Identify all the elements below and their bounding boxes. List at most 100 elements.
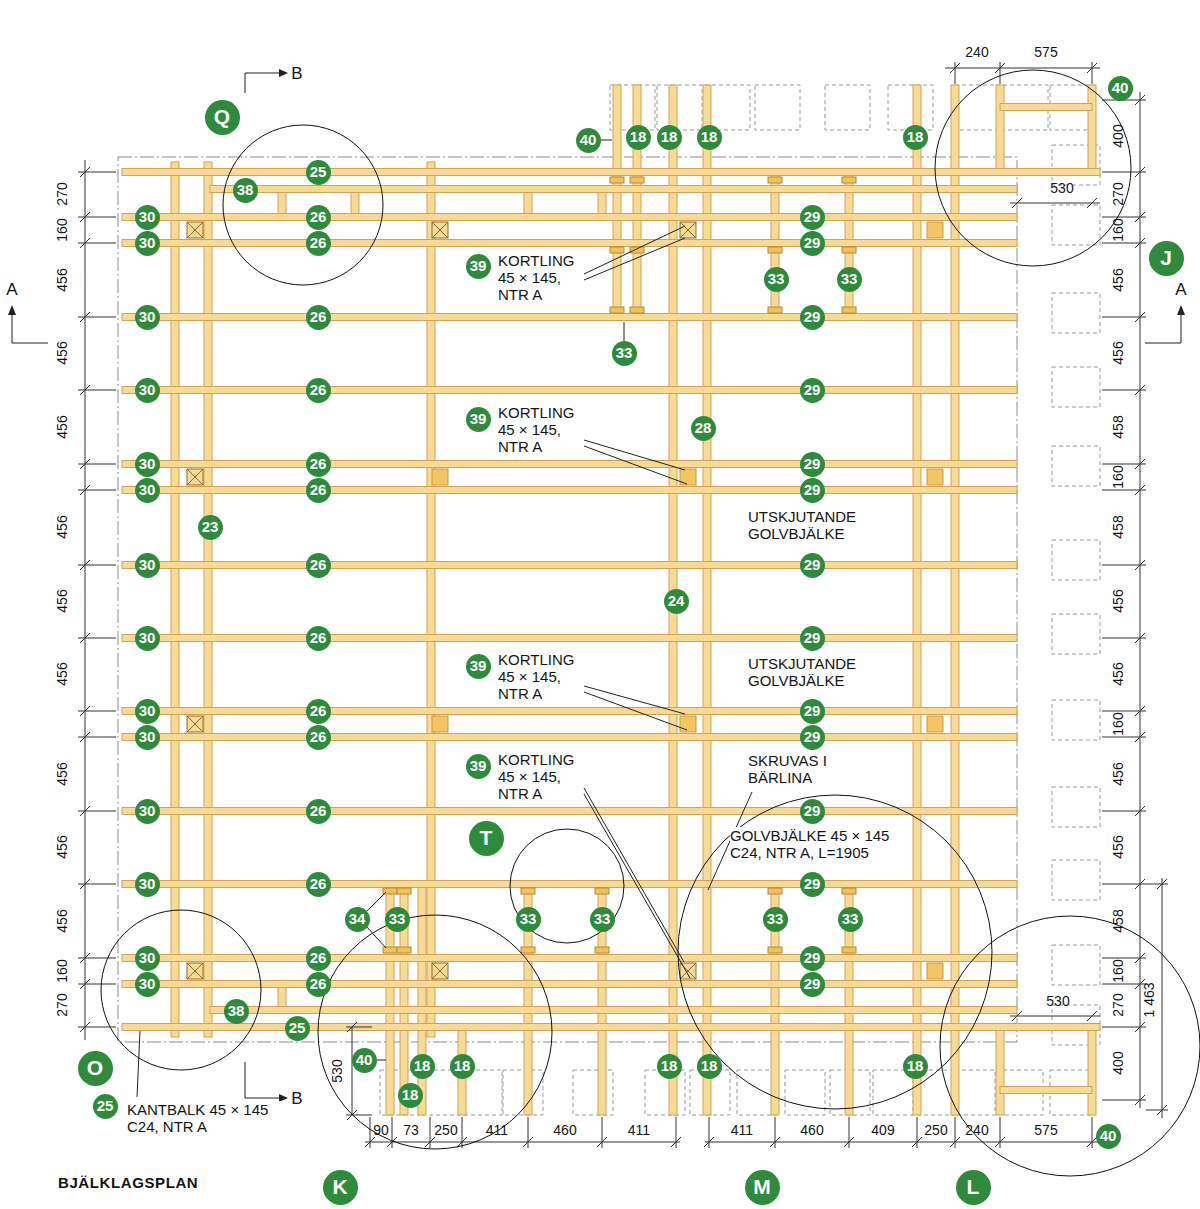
callout-number: 26 [310, 456, 327, 472]
dimension-tick [995, 63, 1005, 73]
footing-outline [888, 85, 933, 130]
callout-circle: 18 [903, 1054, 928, 1079]
beam [633, 85, 641, 320]
dimension-tick [770, 1137, 780, 1147]
dimension-text: 270 [1111, 993, 1126, 1016]
callout-circle: 18 [657, 125, 682, 150]
dimension-tick [365, 1137, 375, 1147]
leader-line [584, 226, 685, 274]
callout-circle: 26 [306, 378, 331, 403]
grid-letter-circle: Q [205, 100, 240, 135]
callout-number: 26 [310, 209, 327, 225]
callout-number: 23 [202, 519, 219, 535]
joist [122, 387, 1017, 394]
dimension-tick [1157, 1105, 1167, 1115]
joist [210, 1007, 1017, 1014]
joist [122, 1024, 1100, 1031]
extension-line [78, 984, 116, 985]
dimension-text: 456 [55, 662, 70, 685]
callout-circle: 29 [800, 799, 825, 824]
callout-number: 38 [228, 1003, 245, 1019]
joist [122, 881, 1017, 888]
grid-letter-circle: J [1149, 241, 1184, 276]
extension-line [602, 1117, 603, 1148]
beam [171, 162, 179, 1037]
joist [122, 562, 1017, 569]
extension-line [709, 1117, 710, 1148]
callout-number: 29 [804, 703, 821, 719]
note-text: KORTLING 45 × 145, NTR A [498, 751, 582, 802]
joist-hanger [521, 888, 535, 894]
dimension-tick [1012, 198, 1022, 208]
callout-circle: 30 [135, 626, 160, 651]
dimension-line [1010, 1016, 1100, 1017]
dimension-text: 270 [1111, 182, 1126, 205]
dimension-text: 270 [55, 993, 70, 1016]
dimension-tick [1135, 953, 1145, 963]
extension-line [955, 1117, 956, 1148]
callout-circle: 26 [306, 231, 331, 256]
grid-letter: K [332, 1176, 347, 1198]
callout-number: 18 [661, 129, 678, 145]
extension-line [78, 638, 116, 639]
extension-line [78, 884, 116, 885]
dimension-line [1162, 878, 1163, 1118]
callout-number: 33 [520, 911, 537, 927]
grid-letter: M [753, 1176, 771, 1198]
dimension-tick [1135, 879, 1145, 889]
detail-circle [223, 125, 383, 285]
callout-number: 26 [310, 876, 327, 892]
callout-number: 25 [97, 1098, 114, 1114]
joist [122, 314, 1017, 321]
callout-number: 26 [310, 382, 327, 398]
leader-line [584, 238, 685, 280]
dimension-line [945, 68, 1100, 69]
callout-circle: 18 [697, 1054, 722, 1079]
callout-circle: 18 [903, 125, 928, 150]
joist [122, 169, 1100, 176]
callout-circle: 39 [466, 407, 491, 432]
callout-number: 39 [470, 258, 487, 274]
beam [418, 884, 426, 1115]
grid-letter: T [480, 827, 493, 849]
extension-line [1146, 884, 1168, 885]
grid-letter-circle: L [956, 1170, 991, 1205]
dimension-tick [1135, 1022, 1145, 1032]
callout-number: 18 [907, 129, 924, 145]
dimension-text: 458 [1111, 909, 1126, 932]
joist-hanger [842, 247, 856, 253]
callout-number: 33 [842, 911, 859, 927]
callout-number: 39 [470, 411, 487, 427]
dimension-tick [704, 1137, 714, 1147]
leader-line [584, 692, 687, 730]
joist-hanger [383, 947, 397, 953]
footing-outline [1052, 700, 1100, 740]
callout-circle: 18 [410, 1054, 435, 1079]
footing-outline [955, 1070, 995, 1115]
callout-number: 29 [804, 235, 821, 251]
extension-line [1000, 62, 1001, 84]
detail-circle [510, 829, 624, 943]
dimension-tick [80, 459, 90, 469]
dimension-text: 160 [55, 959, 70, 982]
joist-hanger [595, 888, 609, 894]
blocking-cross [187, 222, 203, 238]
grid-letter-circle: M [745, 1170, 780, 1205]
joist-hanger [630, 247, 644, 253]
dimension-tick [1135, 706, 1145, 716]
callout-circle: 30 [135, 699, 160, 724]
joist-hanger [768, 177, 782, 183]
post-block [927, 222, 943, 238]
callout-number: 26 [310, 309, 327, 325]
blocking-cross [432, 222, 448, 238]
dimension-text: 456 [55, 268, 70, 291]
dimension-text: 575 [1034, 1123, 1057, 1138]
callout-number: 30 [139, 976, 156, 992]
extension-line [78, 390, 116, 391]
footing-outline [1052, 787, 1100, 827]
extension-line [849, 1117, 850, 1148]
dimension-tick [80, 212, 90, 222]
callout-circle: 40 [576, 128, 601, 153]
footing-outline [955, 85, 1000, 130]
joist [122, 808, 1017, 815]
